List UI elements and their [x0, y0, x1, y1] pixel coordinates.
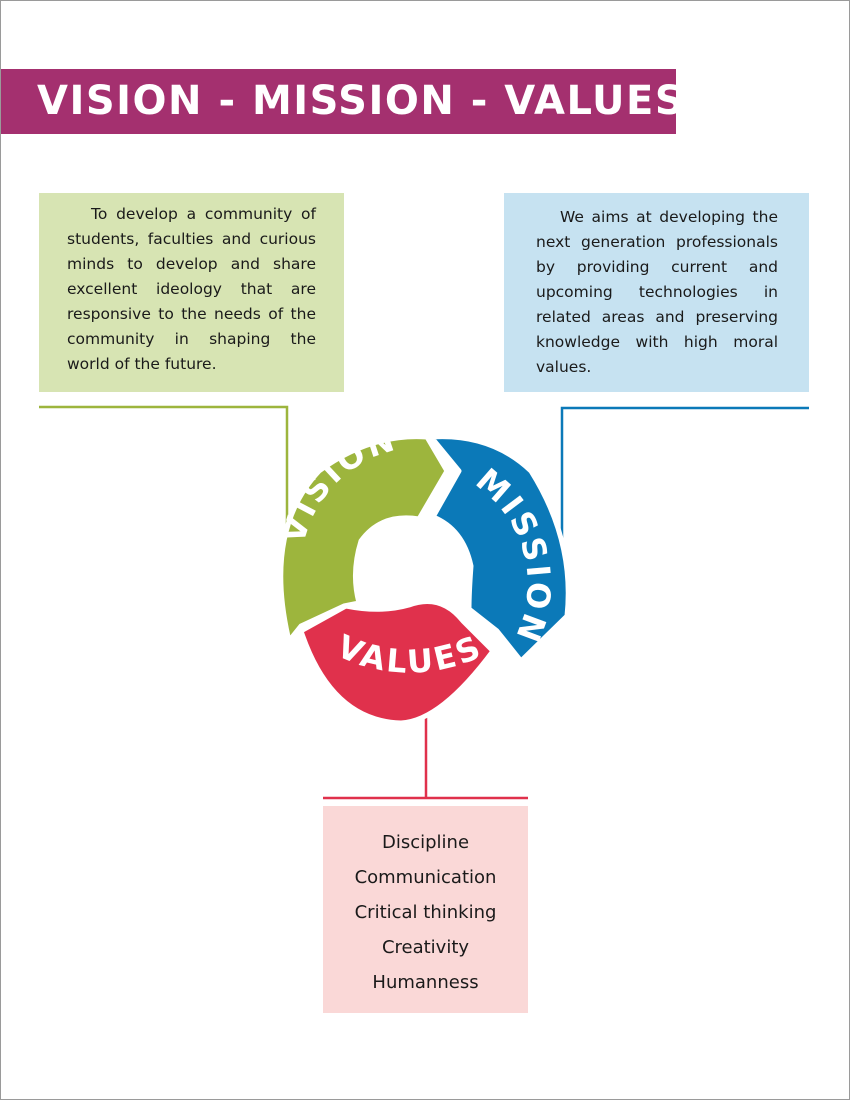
values-ring-segment [298, 598, 496, 726]
vision-connector-line [39, 405, 289, 541]
values-item: Communication [354, 867, 497, 888]
values-item: Creativity [381, 937, 470, 958]
vision-text-box: To develop a community of students, facu… [39, 193, 344, 392]
mission-statement: We aims at developing the next generatio… [536, 208, 778, 376]
vision-statement: To develop a community of students, facu… [67, 205, 316, 373]
mission-connector-line [560, 406, 809, 556]
values-item: Discipline [381, 832, 470, 853]
vision-ring-segment [278, 434, 450, 644]
values-list-box: Discipline Communication Critical thinki… [323, 806, 528, 1013]
mission-text-box: We aims at developing the next generatio… [504, 193, 809, 392]
values-item: Humanness [372, 972, 479, 993]
mission-ring-segment [428, 434, 571, 664]
title-banner: VISION - MISSION - VALUES [1, 69, 684, 134]
page-title: VISION - MISSION - VALUES [37, 78, 686, 124]
values-item: Critical thinking [354, 902, 497, 923]
